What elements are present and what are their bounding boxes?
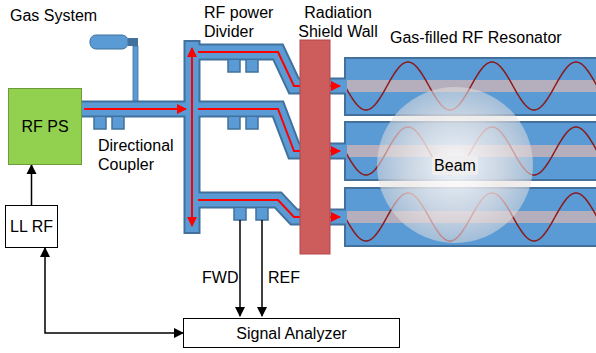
signal-name: FWD	[202, 268, 238, 287]
power-supply-box: RF PS	[8, 88, 82, 165]
node-text: LL RF	[10, 217, 53, 236]
directional-couplers	[94, 60, 268, 220]
llrf-box: LL RF	[5, 205, 58, 248]
control-connector	[31, 165, 33, 205]
resonators	[345, 58, 596, 246]
resonator-label: Gas-filled RF Resonator	[390, 28, 562, 47]
gas-bottle	[90, 35, 138, 101]
signal-name: REF	[268, 268, 300, 287]
shield-wall	[300, 40, 330, 254]
beam-circle: Beam	[377, 87, 533, 243]
coupler-label: Directional Coupler	[98, 136, 184, 174]
node-text: Signal Analyzer	[236, 324, 346, 343]
analyzer-box: Signal Analyzer	[183, 318, 400, 348]
node-text: Beam	[432, 156, 478, 175]
wall-label: Radiation Shield Wall	[288, 3, 388, 41]
node-text: RF PS	[21, 117, 68, 136]
control-connector	[45, 248, 183, 333]
divider-label: RF power Divider	[204, 3, 284, 41]
gas-system-label: Gas System	[10, 6, 97, 25]
signal-lines	[240, 220, 262, 316]
